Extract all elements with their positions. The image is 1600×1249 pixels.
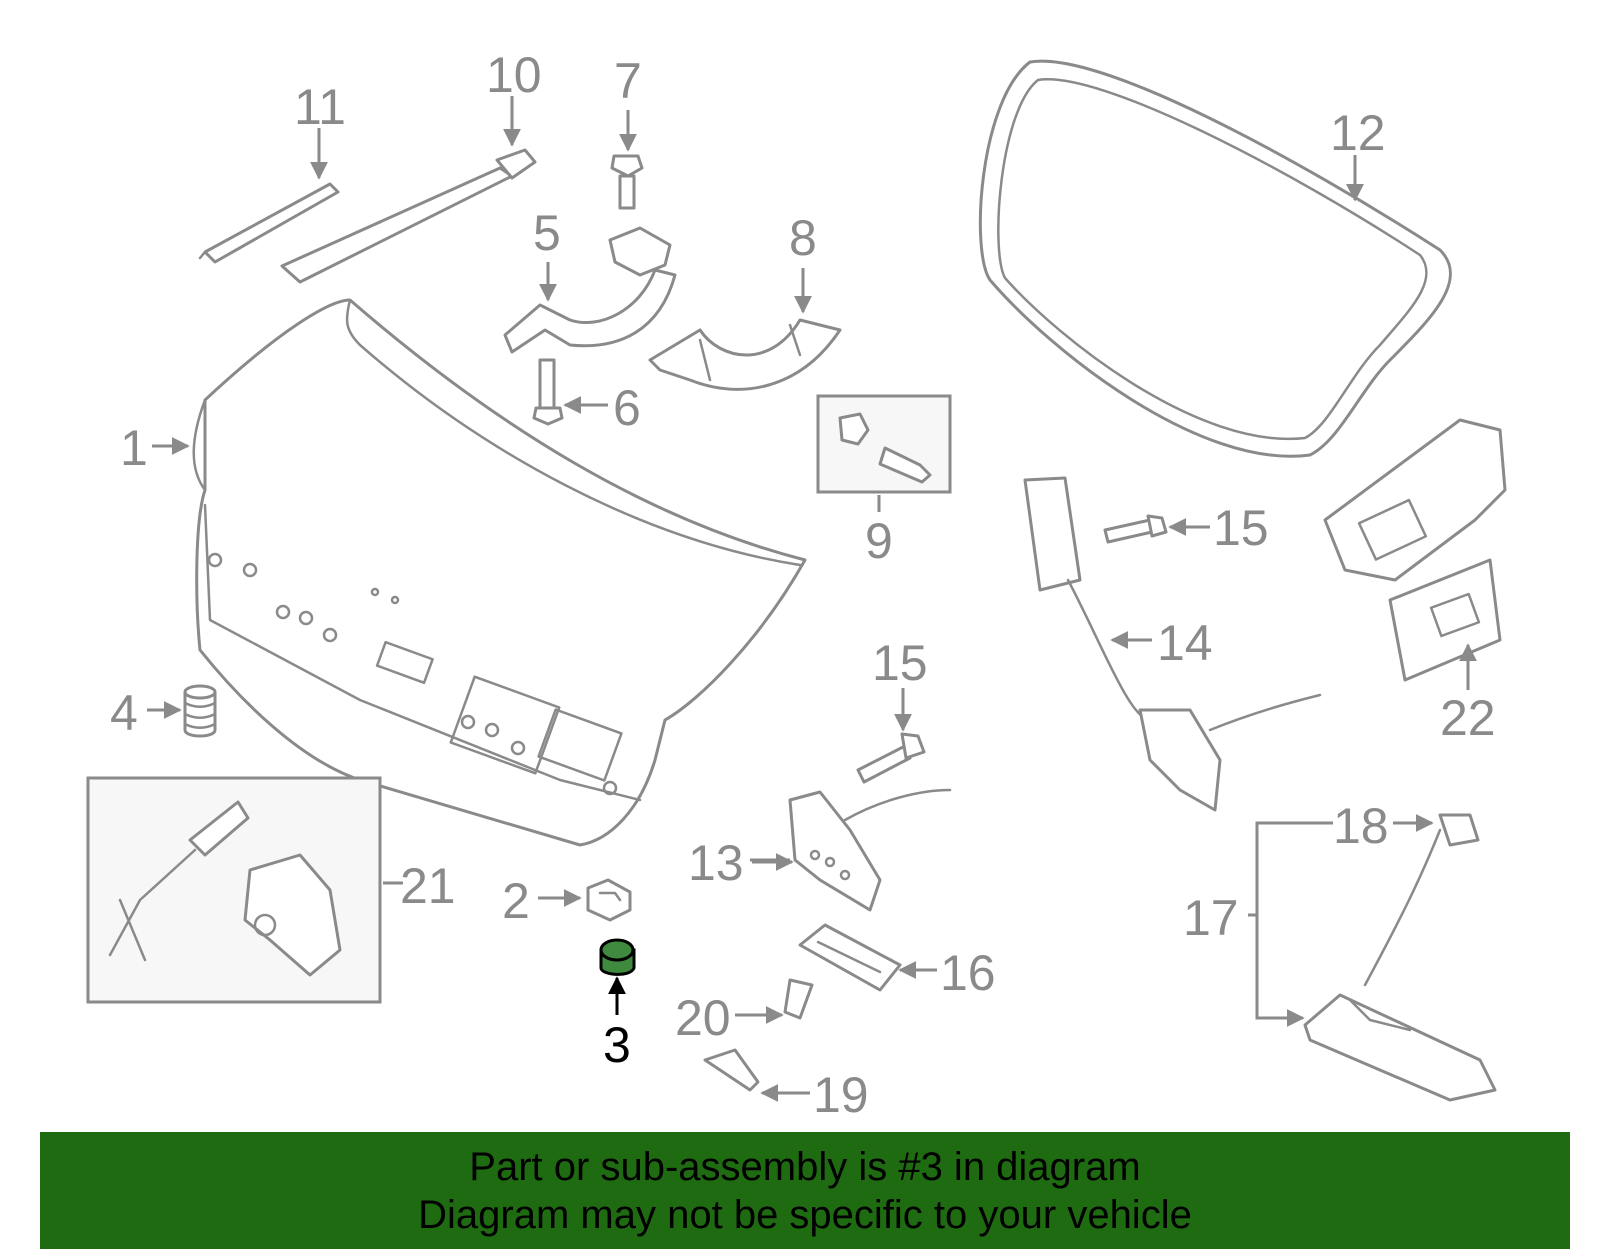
callout-5: 5 — [533, 205, 561, 261]
callout-13: 13 — [688, 835, 744, 891]
banner-line-2: Diagram may not be specific to your vehi… — [418, 1192, 1192, 1237]
callout-22: 22 — [1440, 690, 1496, 746]
callout-19: 19 — [813, 1067, 869, 1123]
callout-15-upper: 15 — [1213, 500, 1269, 556]
callout-15-lower: 15 — [872, 635, 928, 691]
callout-10: 10 — [486, 47, 542, 103]
info-banner: Part or sub-assembly is #3 in diagram Di… — [40, 1132, 1570, 1249]
callout-6: 6 — [613, 380, 641, 436]
hinge-part-5 — [503, 226, 677, 354]
clip-part-19 — [703, 1048, 760, 1092]
trunk-lid-part — [192, 298, 807, 847]
callout-4: 4 — [110, 685, 138, 741]
weatherstrip-part-12 — [978, 59, 1452, 458]
cable-part-14 — [1023, 476, 1322, 812]
callout-8: 8 — [789, 210, 817, 266]
bumper-part-2 — [586, 878, 632, 922]
bracket-part-8 — [648, 318, 842, 391]
callout-7: 7 — [614, 53, 642, 109]
bumper-part-4 — [183, 684, 217, 738]
callout-17: 17 — [1183, 890, 1239, 946]
callout-16: 16 — [940, 945, 996, 1001]
callout-18: 18 — [1333, 798, 1389, 854]
bumper-part-3-highlighted — [599, 938, 636, 976]
callout-11: 11 — [294, 79, 346, 135]
screw-part-20 — [783, 978, 814, 1020]
banner-line-1: Part or sub-assembly is #3 in diagram — [469, 1144, 1141, 1189]
gas-strut-part-11 — [198, 182, 340, 264]
part-9-box — [816, 394, 952, 494]
callout-1: 1 — [120, 420, 148, 476]
part-21-box — [86, 776, 382, 1004]
bolt-part-15-lower — [856, 732, 926, 784]
latch-assembly-part-17 — [1303, 813, 1497, 1102]
gas-strut-part-10 — [280, 148, 537, 284]
callout-3: 3 — [603, 1017, 631, 1073]
actuator-part-22 — [1323, 418, 1507, 682]
bolt-part-7 — [610, 154, 644, 210]
callout-14: 14 — [1157, 615, 1213, 671]
callout-21: 21 — [400, 858, 456, 914]
latch-bracket-part-13 — [788, 788, 952, 912]
callout-9: 9 — [865, 513, 893, 569]
bolt-part-15-upper — [1103, 514, 1168, 544]
bolt-part-6 — [532, 358, 564, 426]
handle-part-16 — [798, 923, 902, 992]
callout-2: 2 — [502, 873, 530, 929]
callout-20: 20 — [675, 990, 731, 1046]
callout-12: 12 — [1330, 105, 1386, 161]
